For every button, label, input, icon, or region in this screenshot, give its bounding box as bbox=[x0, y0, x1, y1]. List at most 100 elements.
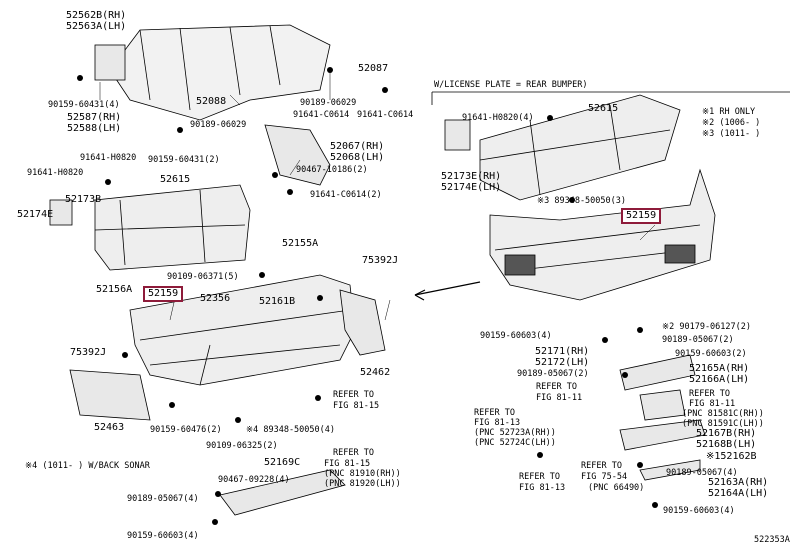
part-label: 52068(LH) bbox=[330, 152, 385, 163]
part-label: 90189-06029 bbox=[190, 120, 247, 130]
part-label: ※2 90179-06127(2) bbox=[662, 322, 752, 332]
step-clip-right-part bbox=[639, 459, 701, 481]
bumper-end-cap-right-part bbox=[339, 289, 386, 356]
part-label: 90189-05067(4) bbox=[127, 494, 199, 504]
part-label: 75392J bbox=[362, 255, 399, 266]
part-label: 90159-60603(4) bbox=[663, 506, 735, 516]
reference-label: (PNC 81920(LH)) bbox=[324, 479, 401, 489]
part-label: 52173E(RH) bbox=[441, 171, 502, 182]
reference-label: REFER TO bbox=[333, 448, 374, 458]
step-plate-right-part bbox=[619, 354, 696, 391]
reinforcement-bracket-right-part bbox=[444, 119, 471, 151]
part-label: 52462 bbox=[360, 367, 391, 378]
part-label: 52088 bbox=[196, 96, 227, 107]
part-label: 90189-06029 bbox=[300, 98, 357, 108]
part-label: ※152162B bbox=[706, 451, 757, 462]
reference-label: REFER TO bbox=[536, 382, 577, 392]
reference-label: REFER TO bbox=[519, 472, 560, 482]
part-label: 90159-60476(2) bbox=[150, 425, 222, 435]
part-label: 75392J bbox=[70, 347, 107, 358]
part-label: 52174E bbox=[17, 209, 54, 220]
highlighted-part-label: 52159 bbox=[621, 208, 662, 224]
part-label: 52172(LH) bbox=[535, 357, 590, 368]
reference-label: REFER TO bbox=[689, 389, 730, 399]
reference-label: (PNC 81591C(LH)) bbox=[682, 419, 764, 429]
diagram-id: 522353A bbox=[754, 535, 790, 545]
step-lower-right-part bbox=[619, 419, 706, 451]
part-label: 52161B bbox=[259, 296, 296, 307]
part-label: 52156A bbox=[96, 284, 133, 295]
part-label: 91641-C0614(2) bbox=[310, 190, 382, 200]
bumper-mount-bracket-part bbox=[264, 124, 331, 186]
upper-rear-frame-part bbox=[109, 24, 331, 121]
part-label: 52067(RH) bbox=[330, 141, 385, 152]
upper-bracket-part bbox=[94, 44, 126, 81]
part-label: 90159-60431(4) bbox=[48, 100, 120, 110]
part-label: 91641-H0820 bbox=[80, 153, 137, 163]
note-label: ※3 (1011- ) bbox=[702, 129, 761, 139]
part-label: 52165A(RH) bbox=[689, 363, 750, 374]
part-label: 90159-60603(2) bbox=[675, 349, 747, 359]
reference-label: FIG 81-11 bbox=[536, 393, 583, 403]
note-label: ※1 RH ONLY bbox=[702, 107, 756, 117]
bumper-reinforcement-right-part bbox=[479, 94, 681, 201]
part-label: 90109-06371(5) bbox=[167, 272, 239, 282]
bumper-end-cap-left-part bbox=[69, 369, 151, 421]
part-label: 52174E(LH) bbox=[441, 182, 502, 193]
reference-label: REFER TO bbox=[581, 461, 622, 471]
part-label: 52087 bbox=[358, 63, 389, 74]
part-label: ※3 89348-50050(3) bbox=[537, 196, 627, 206]
part-label: 52587(RH) bbox=[67, 112, 122, 123]
part-label: 52173B bbox=[65, 194, 102, 205]
section-title: W/LICENSE PLATE = REAR BUMPER) bbox=[434, 80, 588, 90]
part-label: 52166A(LH) bbox=[689, 374, 750, 385]
part-label: 52463 bbox=[94, 422, 125, 433]
reference-label: FIG 81-15 bbox=[324, 459, 371, 469]
reference-label: (PNC 66490) bbox=[588, 483, 645, 493]
reference-label: (PNC 52723A(RH)) bbox=[474, 428, 556, 438]
reference-label: FIG 81-13 bbox=[474, 418, 521, 428]
part-label: 90189-05067(2) bbox=[662, 335, 734, 345]
reference-label: REFER TO bbox=[333, 390, 374, 400]
rear-bumper-cover-left-part bbox=[129, 274, 356, 386]
reinforcement-bracket-left-part bbox=[49, 199, 73, 226]
part-label: 90159-60603(4) bbox=[127, 531, 199, 541]
reference-label: FIG 81-15 bbox=[333, 401, 380, 411]
part-label: 52563A(LH) bbox=[66, 21, 127, 32]
part-label: 90189-05067(4) bbox=[666, 468, 738, 478]
reference-label: (PNC 52724C(LH)) bbox=[474, 438, 556, 448]
part-label: 91641-C0614 bbox=[293, 110, 350, 120]
part-label: 91641-H0820(4) bbox=[462, 113, 534, 123]
part-label: 52615 bbox=[588, 103, 619, 114]
note-label: ※2 (1006- ) bbox=[702, 118, 761, 128]
part-label: 52164A(LH) bbox=[708, 488, 769, 499]
part-label: 90159-60603(4) bbox=[480, 331, 552, 341]
part-label: 52615 bbox=[160, 174, 191, 185]
part-label: 52167B(RH) bbox=[696, 428, 757, 439]
part-label: 52562B(RH) bbox=[66, 10, 127, 21]
part-label: 52168B(LH) bbox=[696, 439, 757, 450]
reference-label: (PNC 81910(RH)) bbox=[324, 469, 401, 479]
part-label: 52163A(RH) bbox=[708, 477, 769, 488]
part-label: 52155A bbox=[282, 238, 319, 249]
reference-label: REFER TO bbox=[474, 408, 515, 418]
part-label: 90467-10186(2) bbox=[296, 165, 368, 175]
reference-label: FIG 81-11 bbox=[689, 399, 736, 409]
reference-label: FIG 75-54 bbox=[581, 472, 628, 482]
part-label: 90467-09228(4) bbox=[218, 475, 290, 485]
part-label: 52356 bbox=[200, 293, 231, 304]
part-label: 90159-60431(2) bbox=[148, 155, 220, 165]
part-label: 52588(LH) bbox=[67, 123, 122, 134]
part-label: ※4 89348-50050(4) bbox=[246, 425, 336, 435]
step-pad-part bbox=[219, 469, 346, 516]
reference-label: FIG 81-13 bbox=[519, 483, 566, 493]
highlighted-part-label: 52159 bbox=[143, 286, 184, 302]
reference-label: (PNC 81581C(RH)) bbox=[682, 409, 764, 419]
note-label: ※4 (1011- ) W/BACK SONAR bbox=[25, 461, 150, 471]
part-label: 90109-06325(2) bbox=[206, 441, 278, 451]
part-label: 52169C bbox=[264, 457, 301, 468]
part-label: 91641-H0820 bbox=[27, 168, 84, 178]
part-label: 52171(RH) bbox=[535, 346, 590, 357]
part-label: 90189-05067(2) bbox=[517, 369, 589, 379]
